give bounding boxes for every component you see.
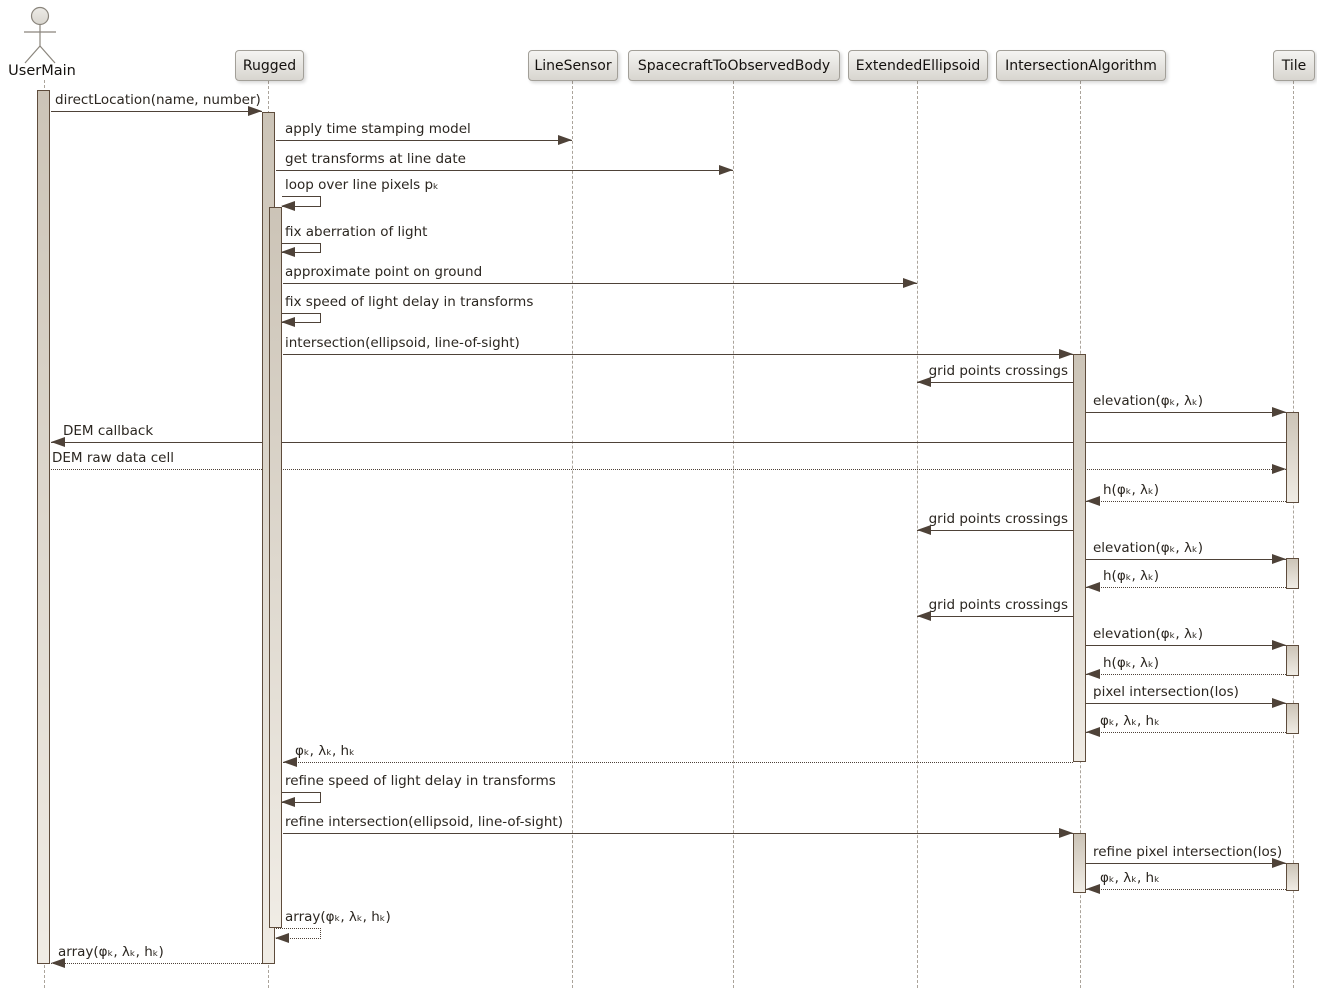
participant-box-extendedellipsoid: ExtendedEllipsoid — [848, 50, 988, 81]
message-label: approximate point on ground — [285, 264, 483, 280]
message-label: pixel intersection(los) — [1093, 684, 1239, 700]
message-arrowhead-right — [1272, 640, 1286, 650]
message-arrowhead-left — [51, 958, 65, 968]
message-line — [51, 111, 262, 112]
message-line — [51, 469, 1286, 470]
message-arrowhead-left — [1086, 669, 1100, 679]
activation-intersection-algorithm-2 — [1073, 833, 1086, 893]
message-arrowhead-left — [917, 525, 931, 535]
message-line — [917, 382, 1073, 383]
actor-usermain-icon — [24, 6, 56, 64]
lifeline-spacecrafttoobservedbody — [733, 81, 734, 988]
message-arrowhead-right — [1059, 828, 1073, 838]
message-arrowhead-left — [1086, 727, 1100, 737]
message-line — [1086, 732, 1286, 733]
message-arrowhead-right — [1272, 464, 1286, 474]
message-arrowhead-left — [1086, 496, 1100, 506]
self-message-loop — [282, 243, 321, 253]
message-line — [1086, 587, 1286, 588]
message-line — [1086, 559, 1286, 560]
message-line — [276, 170, 733, 171]
self-message-label: fix speed of light delay in transforms — [285, 294, 534, 310]
message-label: φₖ, λₖ, hₖ — [295, 743, 355, 759]
message-line — [917, 530, 1073, 531]
self-message-loop — [282, 792, 321, 803]
message-label: h(φₖ, λₖ) — [1103, 482, 1160, 498]
message-arrowhead-left — [917, 377, 931, 387]
message-line — [51, 442, 1286, 443]
message-arrowhead-left — [917, 611, 931, 621]
message-arrowhead-right — [1059, 349, 1073, 359]
activation-tile-4 — [1286, 703, 1299, 734]
message-arrowhead-right — [1272, 698, 1286, 708]
message-line — [283, 283, 917, 284]
message-arrowhead-right — [903, 278, 917, 288]
message-line — [1086, 501, 1286, 502]
message-label: get transforms at line date — [285, 151, 466, 167]
message-label: φₖ, λₖ, hₖ — [1100, 713, 1160, 729]
message-line — [276, 140, 572, 141]
participant-box-spacecrafttoobservedbody: SpacecraftToObservedBody — [628, 50, 840, 81]
message-line — [283, 833, 1073, 834]
message-line — [1086, 412, 1286, 413]
activation-tile-2 — [1286, 558, 1299, 589]
message-arrowhead-left — [1086, 884, 1100, 894]
participant-box-tile: Tile — [1273, 50, 1315, 81]
message-arrowhead-right — [1272, 858, 1286, 868]
participant-box-rugged: Rugged — [235, 50, 304, 81]
message-label: apply time stamping model — [285, 121, 471, 137]
message-line — [1086, 889, 1286, 890]
message-label: elevation(φₖ, λₖ) — [1093, 626, 1203, 642]
message-label: grid points crossings — [928, 597, 1068, 613]
activation-tile-5 — [1286, 863, 1299, 891]
message-line — [51, 963, 262, 964]
self-message-loop — [276, 928, 321, 939]
actor-usermain-label: UserMain — [8, 63, 76, 79]
message-line — [283, 354, 1073, 355]
self-message-loop — [282, 313, 321, 323]
self-message-label: array(φₖ, λₖ, hₖ) — [285, 909, 391, 925]
self-message-label: refine speed of light delay in transform… — [285, 773, 556, 789]
self-message-label: loop over line pixels pₖ — [285, 177, 439, 193]
lifeline-tile — [1293, 81, 1294, 988]
message-line — [1086, 645, 1286, 646]
message-arrowhead-right — [1272, 554, 1286, 564]
self-message-label: fix aberration of light — [285, 224, 428, 240]
message-arrowhead-right — [558, 135, 572, 145]
message-line — [1086, 703, 1286, 704]
message-arrowhead-left — [283, 757, 297, 767]
message-arrowhead-right — [248, 106, 262, 116]
message-label: DEM raw data cell — [52, 450, 174, 466]
activation-tile-3 — [1286, 645, 1299, 676]
message-label: refine intersection(ellipsoid, line-of-s… — [285, 814, 563, 830]
message-label: h(φₖ, λₖ) — [1103, 568, 1160, 584]
message-label: directLocation(name, number) — [55, 92, 261, 108]
message-label: h(φₖ, λₖ) — [1103, 655, 1160, 671]
message-line — [917, 616, 1073, 617]
message-arrowhead-left — [51, 437, 65, 447]
message-label: array(φₖ, λₖ, hₖ) — [58, 944, 164, 960]
message-label: elevation(φₖ, λₖ) — [1093, 540, 1203, 556]
message-label: elevation(φₖ, λₖ) — [1093, 393, 1203, 409]
message-line — [1086, 674, 1286, 675]
participant-box-linesensor: LineSensor — [528, 50, 618, 81]
activation-rugged-inner — [269, 207, 282, 928]
participant-box-intersectionalgorithm: IntersectionAlgorithm — [996, 50, 1166, 81]
message-label: intersection(ellipsoid, line-of-sight) — [285, 335, 520, 351]
message-label: DEM callback — [63, 423, 154, 439]
activation-intersection-algorithm-1 — [1073, 354, 1086, 762]
activation-usermain — [37, 90, 50, 964]
message-label: φₖ, λₖ, hₖ — [1100, 870, 1160, 886]
message-label: grid points crossings — [928, 511, 1068, 527]
self-message-loop — [282, 196, 321, 207]
message-line — [1086, 863, 1286, 864]
lifeline-linesensor — [572, 81, 573, 988]
message-arrowhead-right — [1272, 407, 1286, 417]
message-arrowhead-right — [719, 165, 733, 175]
activation-tile-1 — [1286, 412, 1299, 503]
message-arrowhead-left — [1086, 582, 1100, 592]
message-label: grid points crossings — [928, 363, 1068, 379]
message-label: refine pixel intersection(los) — [1093, 844, 1283, 860]
message-line — [283, 762, 1073, 763]
